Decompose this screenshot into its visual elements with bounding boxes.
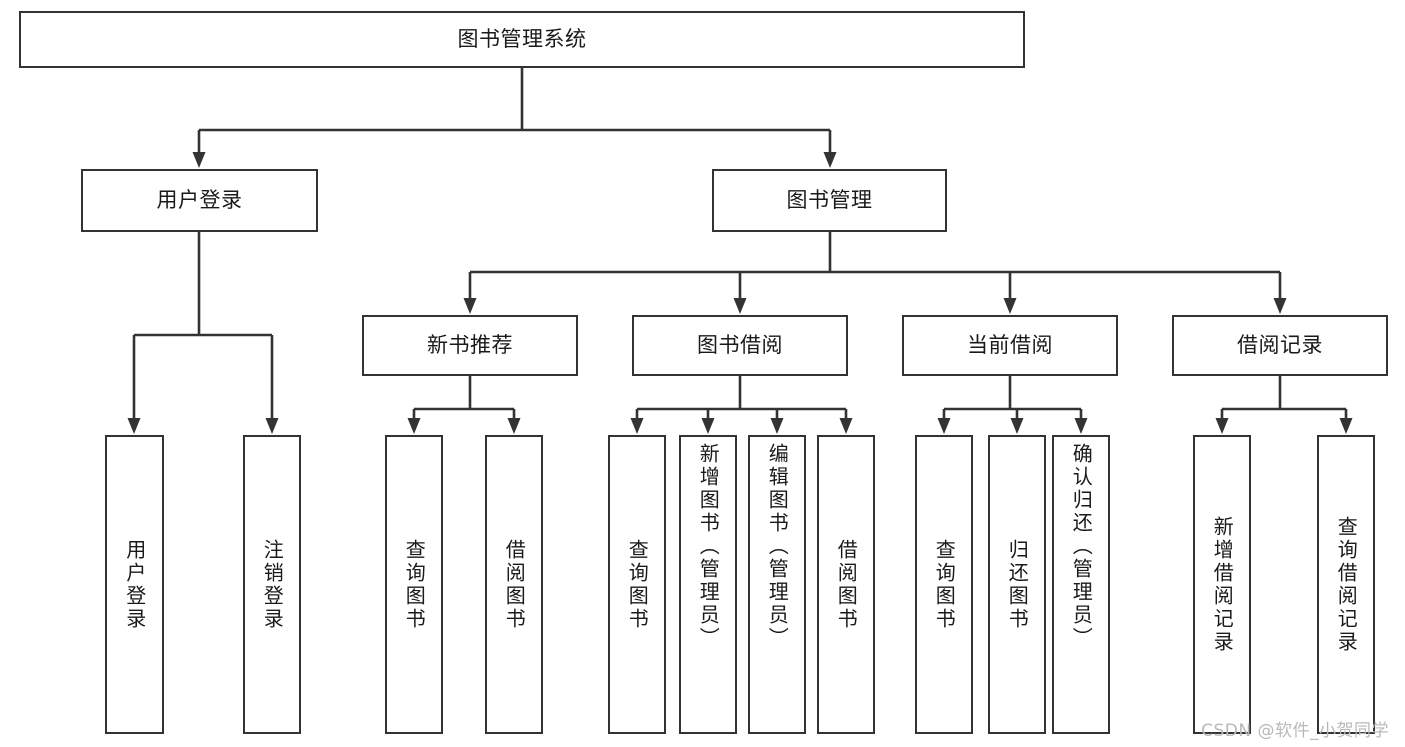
leaf-node[interactable]: 查询图书: [608, 435, 666, 734]
leaf-node[interactable]: 借阅图书: [485, 435, 543, 734]
arrow-head-icon: [1339, 418, 1353, 434]
node-label: 图书管理系统: [457, 26, 587, 51]
arrow-head-icon: [770, 418, 784, 434]
leaf-node[interactable]: 新增借阅记录: [1193, 435, 1251, 734]
leaf-node[interactable]: 查询图书: [915, 435, 973, 734]
arrow-head-icon: [463, 298, 477, 314]
level3-node[interactable]: 新书推荐: [362, 315, 578, 376]
leaf-node[interactable]: 用户登录: [105, 435, 164, 734]
leaf-node[interactable]: 确认归还（管理员）: [1052, 435, 1110, 734]
arrow-head-icon: [937, 418, 951, 434]
node-label: 图书借阅: [697, 332, 783, 357]
leaf-node[interactable]: 注销登录: [243, 435, 301, 734]
node-label: 新书推荐: [427, 332, 513, 357]
leaf-node[interactable]: 新增图书（管理员）: [679, 435, 737, 734]
node-label: 新增图书（管理员）: [696, 443, 721, 650]
arrow-head-icon: [839, 418, 853, 434]
arrow-head-icon: [733, 298, 747, 314]
arrow-head-icon: [1215, 418, 1229, 434]
node-label: 新增借阅记录: [1210, 515, 1235, 654]
arrow-head-icon: [507, 418, 521, 434]
leaf-node[interactable]: 借阅图书: [817, 435, 875, 734]
arrow-head-icon: [701, 418, 715, 434]
node-label: 查询图书: [932, 538, 957, 631]
leaf-node[interactable]: 归还图书: [988, 435, 1046, 734]
node-label: 查询借阅记录: [1334, 515, 1359, 654]
node-label: 确认归还（管理员）: [1069, 443, 1094, 650]
level3-node[interactable]: 图书借阅: [632, 315, 848, 376]
level2-node[interactable]: 用户登录: [81, 169, 318, 232]
node-label: 查询图书: [402, 538, 427, 631]
node-label: 借阅图书: [502, 538, 527, 631]
arrow-head-icon: [1003, 298, 1017, 314]
level3-node[interactable]: 当前借阅: [902, 315, 1118, 376]
arrow-head-icon: [1273, 298, 1287, 314]
node-label: 当前借阅: [967, 332, 1053, 357]
node-label: 用户登录: [122, 538, 147, 631]
node-label: 借阅图书: [834, 538, 859, 631]
watermark-label: CSDN @软件_小贺同学: [1201, 721, 1389, 741]
arrow-head-icon: [1010, 418, 1024, 434]
node-label: 借阅记录: [1237, 332, 1323, 357]
node-label: 查询图书: [625, 538, 650, 631]
node-label: 编辑图书（管理员）: [765, 443, 790, 650]
level3-node[interactable]: 借阅记录: [1172, 315, 1388, 376]
level2-node[interactable]: 图书管理: [712, 169, 947, 232]
leaf-node[interactable]: 查询借阅记录: [1317, 435, 1375, 734]
node-label: 图书管理: [786, 187, 873, 212]
arrow-head-icon: [1074, 418, 1088, 434]
arrow-head-icon: [630, 418, 644, 434]
arrow-head-icon: [127, 418, 141, 434]
arrow-head-icon: [192, 152, 206, 168]
arrow-head-icon: [407, 418, 421, 434]
node-label: 注销登录: [260, 538, 285, 631]
node-label: 归还图书: [1005, 538, 1030, 631]
arrow-head-icon: [823, 152, 837, 168]
node-label: 用户登录: [156, 187, 243, 212]
root-node[interactable]: 图书管理系统: [19, 11, 1025, 68]
leaf-node[interactable]: 编辑图书（管理员）: [748, 435, 806, 734]
arrow-head-icon: [265, 418, 279, 434]
leaf-node[interactable]: 查询图书: [385, 435, 443, 734]
